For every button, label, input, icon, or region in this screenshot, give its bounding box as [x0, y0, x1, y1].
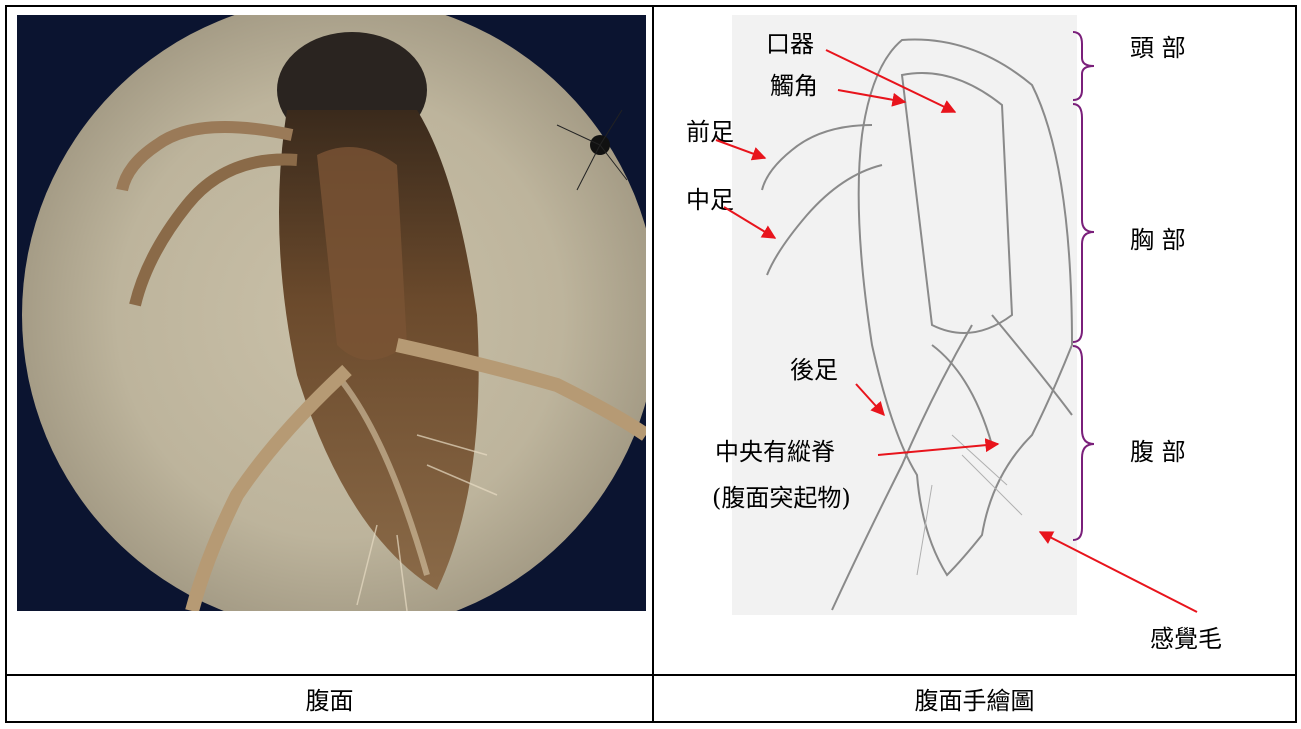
label-midleg: 中足 — [686, 188, 734, 212]
column-divider — [652, 7, 654, 721]
microscope-photo — [17, 15, 646, 611]
label-keel-line1: 中央有縱脊 — [715, 440, 835, 464]
label-sensory-hairs: 感覺毛 — [1150, 627, 1222, 651]
label-foreleg: 前足 — [686, 120, 734, 144]
region-head: 頭 部 — [1130, 36, 1186, 60]
label-antenna: 觸角 — [770, 74, 818, 98]
label-mouthparts: 口器 — [766, 32, 814, 56]
pencil-sketch — [732, 15, 1077, 615]
label-hindleg: 後足 — [790, 358, 838, 382]
caption-ventral-view: 腹面 — [7, 676, 652, 721]
label-keel-line2: (腹面突起物) — [712, 486, 851, 510]
region-thorax: 胸 部 — [1130, 228, 1186, 252]
region-abdomen: 腹 部 — [1130, 440, 1186, 464]
caption-ventral-sketch: 腹面手繪圖 — [654, 676, 1295, 721]
